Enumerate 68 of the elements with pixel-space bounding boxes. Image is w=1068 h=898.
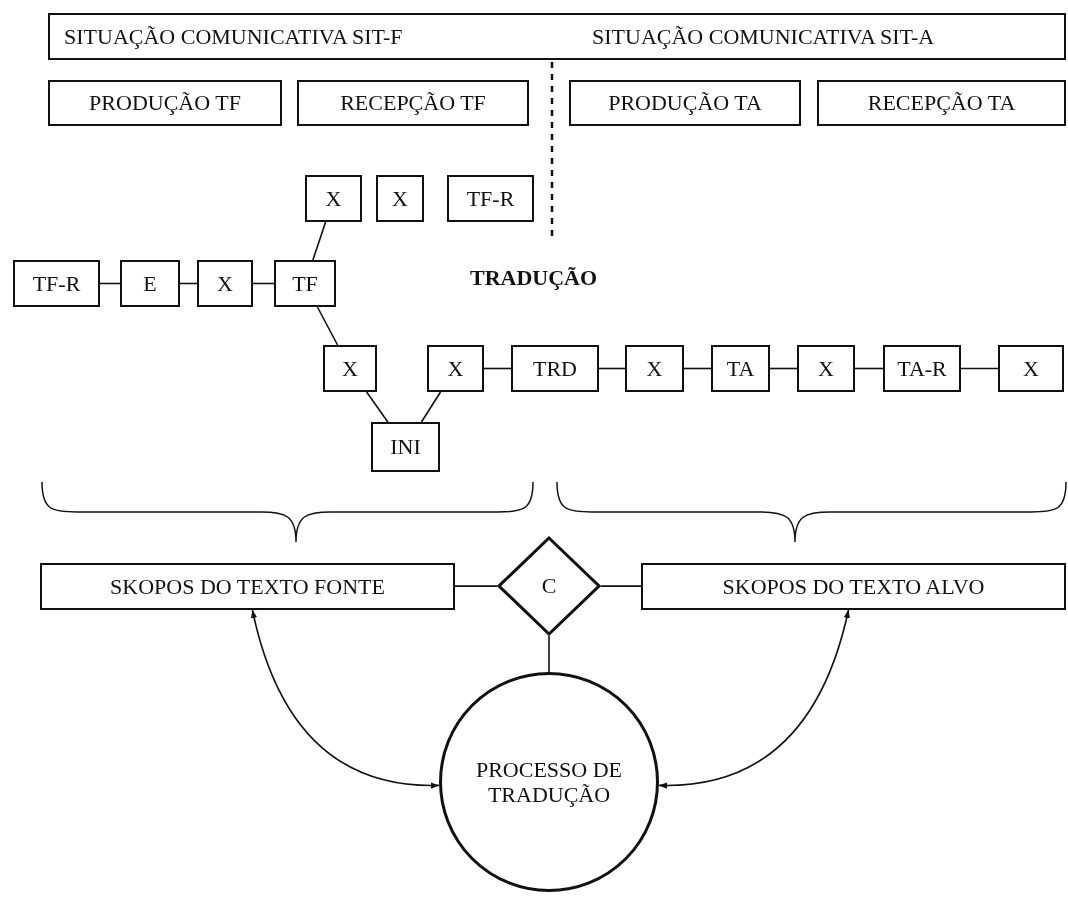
connector-line <box>252 282 275 285</box>
connector-line <box>312 221 327 261</box>
box <box>305 175 362 222</box>
node-label: X <box>342 355 358 382</box>
connector-line <box>598 367 626 370</box>
header-text: SITUAÇÃO COMUNICATIVA SIT-A <box>592 23 935 50</box>
connector-line <box>420 391 442 423</box>
node-label: PRODUÇÃO TA <box>608 90 762 116</box>
node-label: RECEPÇÃO TA <box>867 90 1016 116</box>
node-label: RECEPÇÃO TF <box>340 90 486 116</box>
connector-line <box>365 391 389 423</box>
node-label: X <box>818 355 834 382</box>
curved-arrow <box>658 609 850 789</box>
connector-line <box>600 585 642 587</box>
node-label: C <box>541 573 557 599</box>
box <box>371 422 440 472</box>
box <box>274 260 336 307</box>
node-label: SKOPOS DO TEXTO FONTE <box>110 573 385 600</box>
box <box>711 345 770 392</box>
node-label: PRODUÇÃO TF <box>89 90 241 116</box>
node-label: TF-R <box>466 185 515 212</box>
connector-line <box>769 367 798 370</box>
box <box>13 260 100 307</box>
node-label: X <box>1023 355 1039 382</box>
node-label: TA-R <box>897 355 947 382</box>
box <box>323 345 377 392</box>
section-title: TRADUÇÃO <box>470 265 598 291</box>
box <box>625 345 684 392</box>
box <box>48 80 282 126</box>
node-label: X <box>217 270 233 297</box>
box <box>40 563 455 610</box>
box <box>641 563 1066 610</box>
box <box>427 345 484 392</box>
header-bar <box>48 13 1066 60</box>
box <box>569 80 801 126</box>
box <box>447 175 534 222</box>
box <box>376 175 424 222</box>
connector-line <box>683 367 712 370</box>
connector-line <box>454 585 498 587</box>
box <box>817 80 1066 126</box>
connector-line <box>99 282 121 285</box>
node-label: X <box>325 185 342 212</box>
node-label: PROCESSO DE TRADUÇÃO <box>474 756 624 808</box>
decision-diamond <box>497 536 601 636</box>
node-label: TF <box>292 270 318 297</box>
box <box>120 260 180 307</box>
node-label: INI <box>390 434 421 460</box>
node-label: TA <box>726 355 755 382</box>
header-text: SITUAÇÃO COMUNICATIVA SIT-F <box>64 23 403 50</box>
connector-line <box>548 635 550 673</box>
box <box>883 345 961 392</box>
connector-line <box>854 367 884 370</box>
box <box>998 345 1064 392</box>
node-label: TRD <box>533 355 577 382</box>
node-label: X <box>392 185 408 212</box>
curved-arrow <box>251 609 440 789</box>
node-label: X <box>646 355 663 382</box>
node-label: X <box>447 355 464 382</box>
connector-line <box>483 367 512 370</box>
box <box>197 260 253 307</box>
box <box>797 345 855 392</box>
node-label: E <box>143 270 157 297</box>
box <box>297 80 529 126</box>
connector-line <box>316 306 339 346</box>
node-label: SKOPOS DO TEXTO ALVO <box>722 573 985 600</box>
node-label: TF-R <box>32 270 81 297</box>
box <box>511 345 599 392</box>
connector-line <box>960 367 999 370</box>
